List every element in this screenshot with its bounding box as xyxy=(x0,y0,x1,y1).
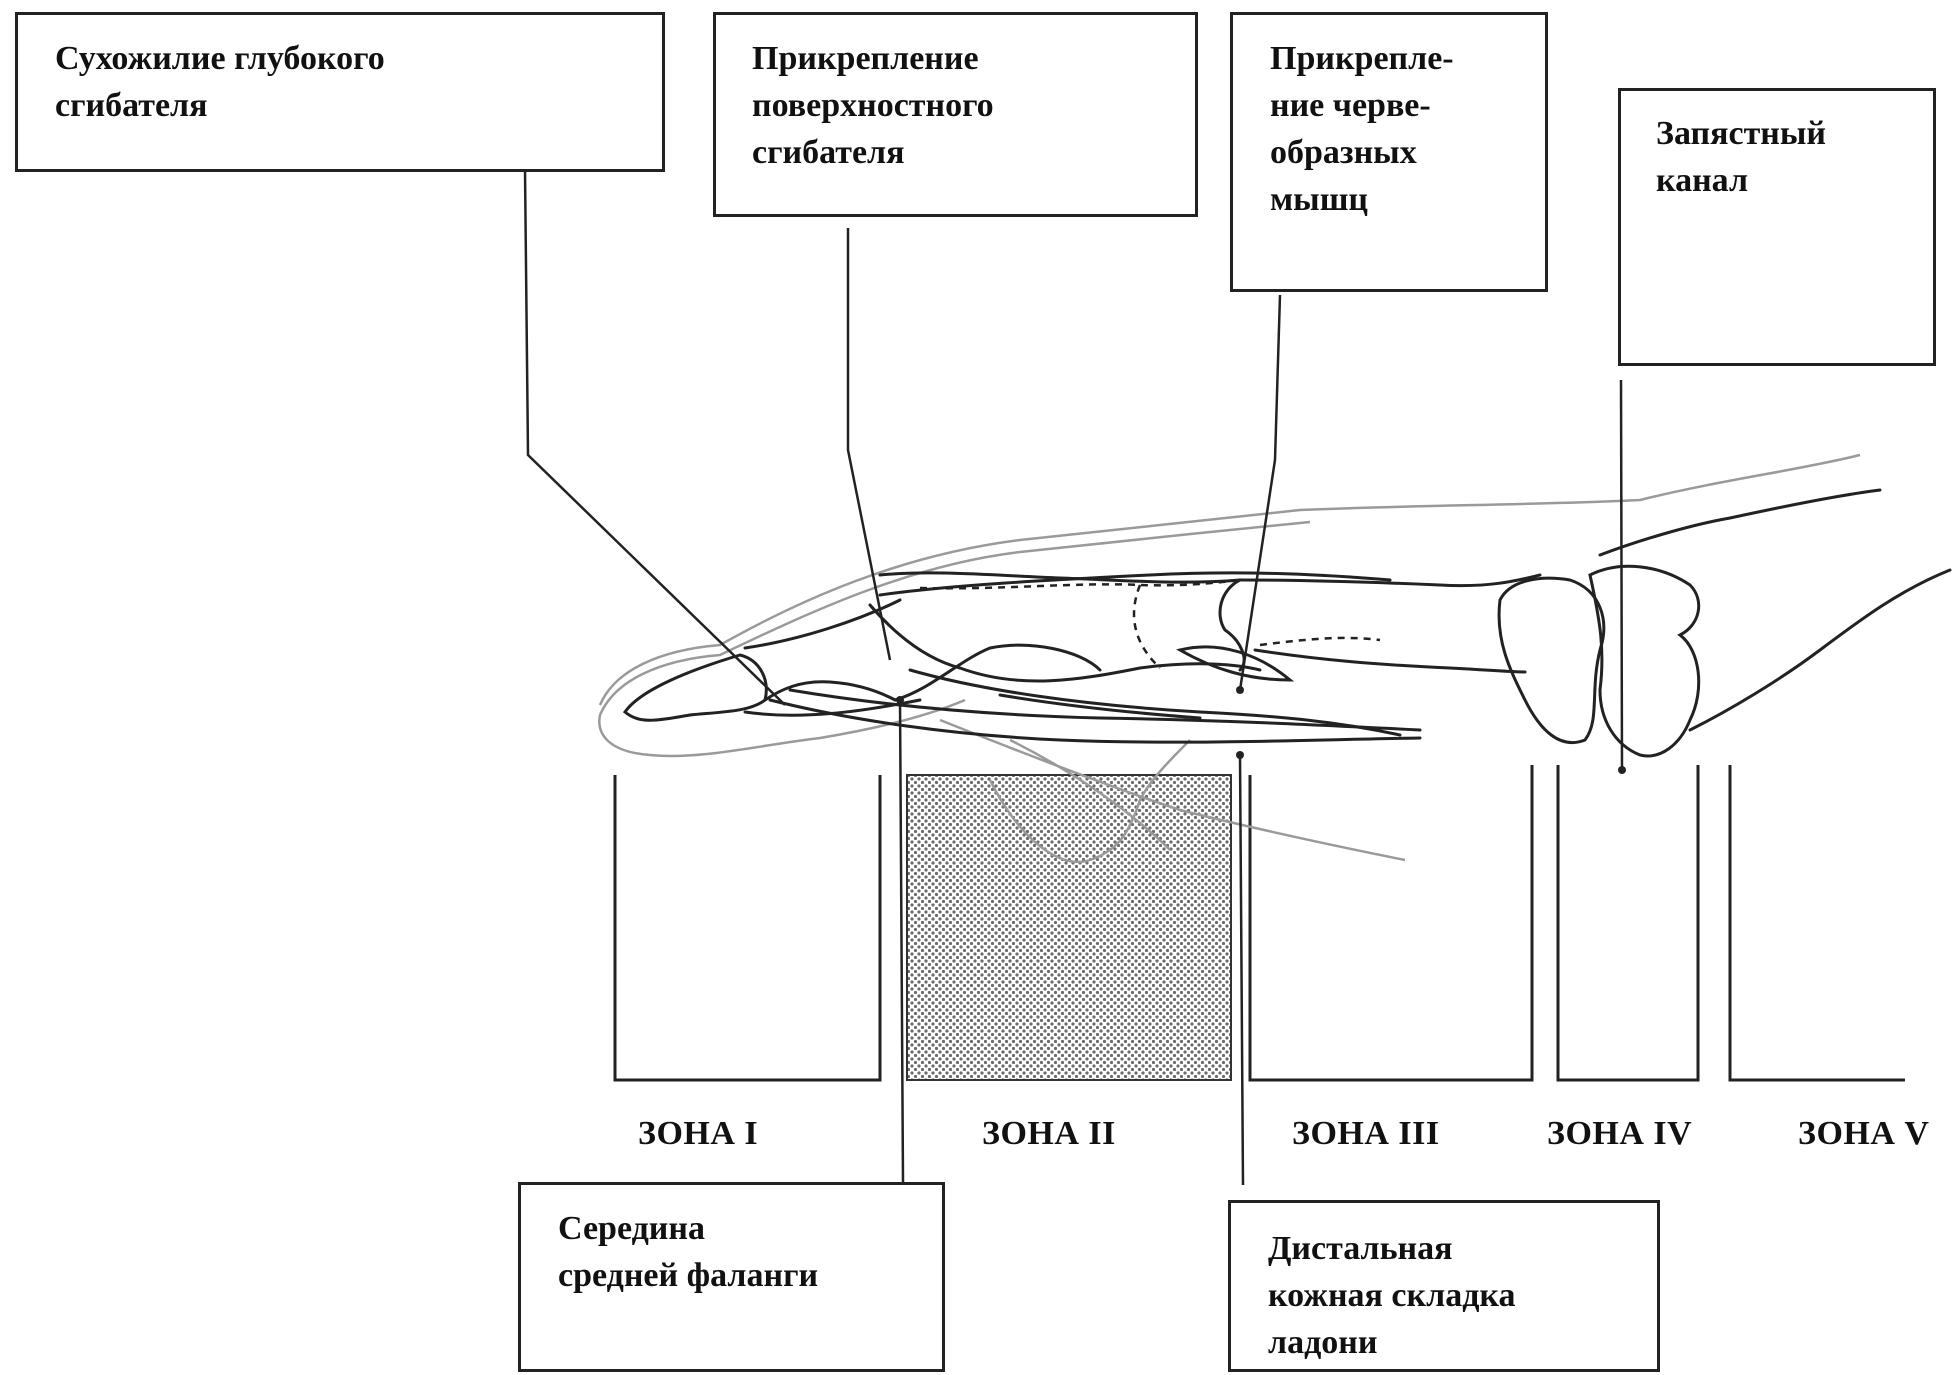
leader-carpal-tunnel xyxy=(1621,380,1622,770)
label-middle-phalanx: Середина средней фаланги xyxy=(558,1205,818,1299)
label-deep-flexor: Сухожилие глубокого сгибателя xyxy=(55,35,385,129)
metacarpal-bottom xyxy=(1255,650,1525,672)
bones-and-tendons xyxy=(625,490,1950,756)
zone-4-frame xyxy=(1558,765,1698,1080)
zone-5-frame xyxy=(1730,765,1905,1080)
label-palm-crease: Дистальная кожная складка ладони xyxy=(1268,1225,1515,1366)
tendon-sheath xyxy=(920,580,1380,668)
leader-palm-crease xyxy=(1240,755,1243,1185)
label-superficial-flexor: Прикрепление поверхностного сгибателя xyxy=(752,35,994,176)
carpal-bone-1 xyxy=(1499,578,1604,742)
zone-2-frame xyxy=(907,775,1231,1080)
dot-middle-phalanx xyxy=(896,696,904,704)
mcp-head xyxy=(1220,580,1244,670)
zone-3-frame xyxy=(1250,765,1532,1080)
carpal-bone-2 xyxy=(1590,566,1699,756)
zone-label-3: ЗОНА III xyxy=(1292,1115,1440,1153)
zone-label-1: ЗОНА I xyxy=(638,1115,758,1153)
dot-palm-crease xyxy=(1236,751,1244,759)
radius-bottom xyxy=(1690,570,1950,730)
zone-label-5: ЗОНА V xyxy=(1798,1115,1929,1153)
leader-dots xyxy=(896,686,1626,774)
dot-carpal-tunnel xyxy=(1618,766,1626,774)
zone-label-4: ЗОНА IV xyxy=(1547,1115,1692,1153)
zone-1-frame xyxy=(615,775,880,1080)
zone-label-2: ЗОНА II xyxy=(982,1115,1116,1153)
label-lumbricals: Прикрепле- ние черве- образных мышц xyxy=(1270,35,1454,223)
zone-frames xyxy=(615,765,1905,1080)
superficial-tendon xyxy=(870,605,1260,681)
leader-middle-phalanx xyxy=(900,700,903,1182)
dot-lumbricals xyxy=(1236,686,1244,694)
label-carpal-tunnel: Запястный канал xyxy=(1656,110,1826,204)
leader-deep-flexor xyxy=(525,170,785,705)
leader-lumbricals xyxy=(1240,295,1280,690)
